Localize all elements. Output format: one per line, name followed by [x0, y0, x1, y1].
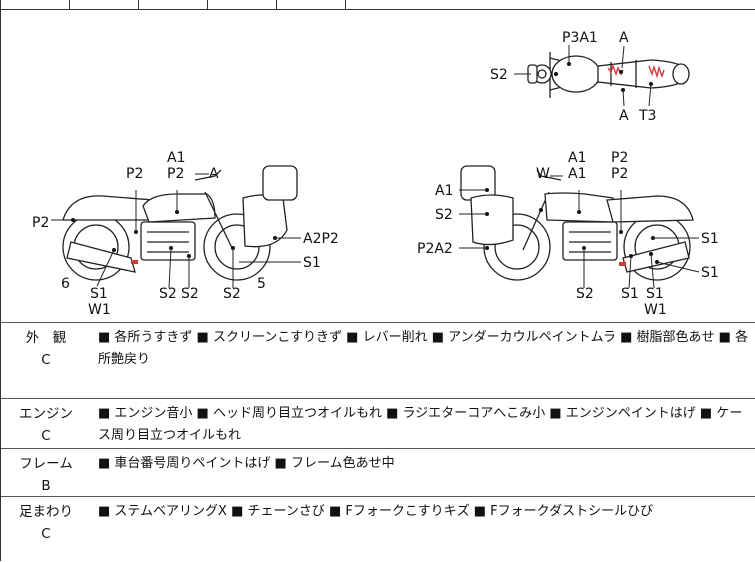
left-label-s2-a: S2: [159, 286, 177, 302]
category-grade: C: [41, 428, 51, 444]
left-label-s1-rear: S1: [90, 286, 108, 302]
row-engine: エンジン C ■ エンジン音小 ■ ヘッド周り目立つオイルもれ ■ ラジエターコ…: [1, 398, 755, 448]
row-suspension: 足まわり C ■ ステムベアリングX ■ チェーンさび ■ Fフォークこすりキズ…: [1, 496, 755, 562]
row-frame: フレーム B ■ 車台番号周りペイントはげ ■ フレーム色あせ中: [1, 448, 755, 496]
left-label-s1-front: S1: [303, 255, 321, 271]
category-name: エンジン: [19, 406, 73, 422]
left-label-s2-b: S2: [181, 286, 199, 302]
condition-rows: 外 観 C ■ 各所うすきず ■ スクリーンこすりきず ■ レバー削れ ■ アン…: [1, 322, 755, 562]
right-label-s2-side: S2: [435, 207, 453, 223]
right-label-s1-b: S1: [646, 286, 664, 302]
left-label-p2-rear: P2: [126, 166, 143, 182]
right-label-a1-seat: P2: [611, 166, 628, 182]
damage-diagram: P3A1 A S2 A T3: [1, 10, 755, 322]
condition-notes: ■ 車台番号周りペイントはげ ■ フレーム色あせ中: [98, 456, 395, 471]
right-label-w: W: [536, 166, 550, 182]
category-grade: C: [41, 526, 51, 542]
top-label-t3: T3: [638, 108, 656, 124]
top-label-a-lower: A: [619, 108, 629, 124]
category-cell: フレーム B: [1, 449, 91, 497]
condition-notes: ■ ステムベアリングX ■ チェーンさび ■ Fフォークこすりキズ ■ Fフォー…: [98, 504, 654, 519]
right-label-a1-side: A1: [435, 183, 453, 199]
category-grade: B: [41, 478, 51, 494]
category-cell: 足まわり C: [1, 497, 91, 545]
right-label-a1-top: A1: [568, 150, 586, 166]
condition-notes: ■ エンジン音小 ■ ヘッド周り目立つオイルもれ ■ ラジエターコアへこみ小 ■…: [98, 406, 743, 443]
category-name: フレーム: [19, 456, 73, 472]
left-label-p2-side: P2: [32, 215, 49, 231]
right-label-p2-top: P2: [611, 150, 628, 166]
top-label-a-upper: A: [619, 30, 629, 46]
right-label-s2-bottom: S2: [576, 286, 594, 302]
left-label-a: A: [209, 166, 219, 182]
right-label-s1-lower: S1: [701, 265, 719, 281]
top-label-p3a1: P3A1: [562, 30, 598, 46]
top-label-s2: S2: [490, 67, 508, 83]
right-label-s1-upper: S1: [701, 231, 719, 247]
right-label-p2a2: P2A2: [417, 241, 453, 257]
category-name: 外 観: [25, 330, 67, 346]
left-label-5: 5: [257, 276, 266, 292]
condition-notes: ■ 各所うすきず ■ スクリーンこすりきず ■ レバー削れ ■ アンダーカウルペ…: [98, 330, 749, 367]
left-label-a2p2: A2P2: [303, 231, 339, 247]
category-cell: エンジン C: [1, 399, 91, 447]
right-label-w1: W1: [644, 302, 667, 318]
left-label-a1: A1: [167, 150, 185, 166]
right-label-s1-a: S1: [621, 286, 639, 302]
row-exterior: 外 観 C ■ 各所うすきず ■ スクリーンこすりきず ■ レバー削れ ■ アン…: [1, 322, 755, 398]
category-grade: C: [41, 352, 51, 368]
top-table-remnant: [1, 0, 755, 10]
left-label-s2-c: S2: [223, 286, 241, 302]
right-label-p2-tank: A1: [568, 166, 586, 182]
left-label-w1: W1: [88, 302, 111, 318]
category-cell: 外 観 C: [1, 323, 91, 371]
motorcycle-right-view: A1 P2 W A1 P2 A1 S2 P2A2 S1 S1 S2 S1 S1 …: [417, 150, 719, 318]
left-label-6: 6: [61, 276, 70, 292]
left-label-p2-tank: P2: [167, 166, 184, 182]
motorcycle-left-view: A1 P2 P2 A P2 A2P2 S1 5 6 S1 W1 S2 S2 S2: [32, 150, 339, 318]
category-name: 足まわり: [19, 504, 73, 520]
motorcycle-top-view: P3A1 A S2 A T3: [490, 30, 690, 124]
